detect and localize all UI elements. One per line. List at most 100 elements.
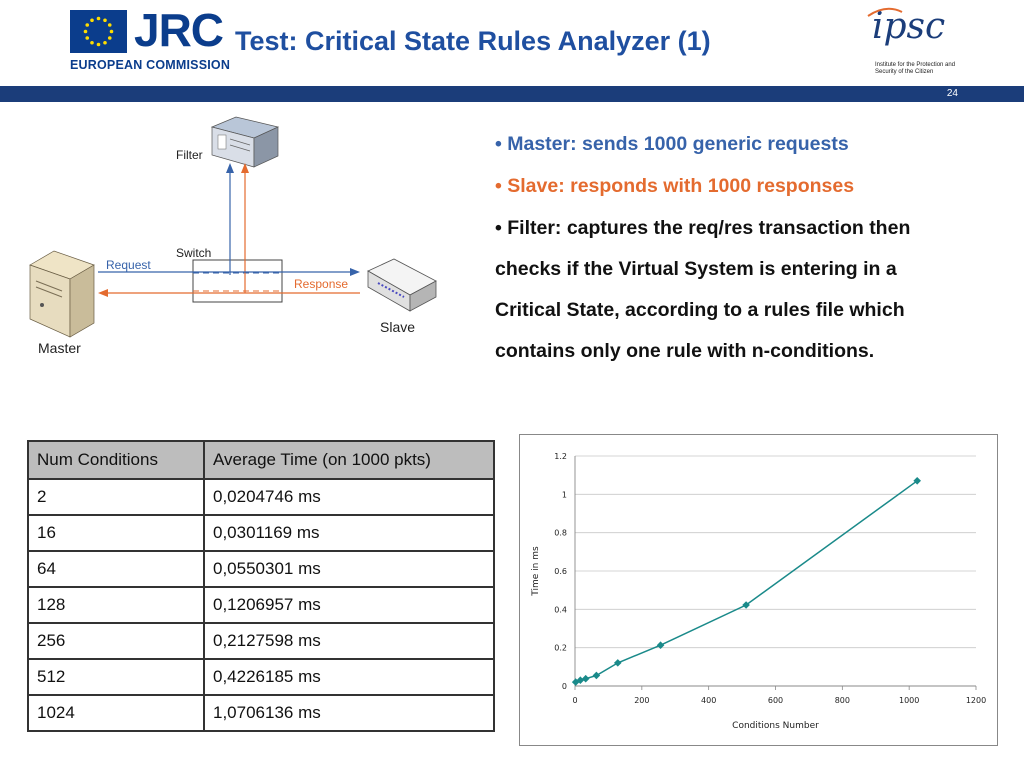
x-tick-label: 600 — [768, 696, 783, 705]
table-row: 128 0,1206957 ms — [27, 586, 495, 624]
jrc-logo-text: JRC — [134, 4, 224, 56]
response-arrowhead-icon — [241, 163, 249, 173]
table-cell: 0,4226185 ms — [203, 658, 495, 696]
y-tick-label: 0.4 — [554, 605, 567, 614]
x-tick-label: 800 — [835, 696, 850, 705]
table-header-row: Num Conditions Average Time (on 1000 pkt… — [27, 440, 495, 480]
bullet-marker: • — [495, 133, 502, 155]
eu-flag-logo — [70, 10, 127, 53]
results-table: Num Conditions Average Time (on 1000 pkt… — [27, 440, 495, 732]
data-point — [592, 671, 601, 680]
timing-chart-svg: 0 0.2 0.4 0.6 0.8 1 1.2 0 200 400 600 800 1000 1200 C… — [531, 452, 986, 731]
master-label: Master — [38, 340, 81, 356]
table-cell: 1,0706136 ms — [203, 694, 495, 732]
switch-box — [192, 259, 283, 303]
x-tick-label: 1200 — [966, 696, 986, 705]
eu-star-icon — [107, 36, 112, 40]
x-tick-label: 0 — [572, 696, 577, 705]
request-arrowhead-icon — [226, 163, 234, 173]
table-cell: 128 — [27, 586, 205, 624]
y-tick-label: 1 — [562, 490, 567, 499]
filter-label: Filter — [176, 148, 203, 162]
request-arrow-head-icon — [350, 268, 360, 276]
european-commission-text: EUROPEAN COMMISSION — [70, 58, 231, 72]
table-row: 16 0,0301169 ms — [27, 514, 495, 552]
bullet-marker: • — [495, 175, 502, 197]
eu-star-icon — [103, 40, 107, 45]
ipsc-logo: ipsc — [867, 6, 945, 47]
table-row: 2 0,0204746 ms — [27, 478, 495, 516]
column-header-average-time: Average Time (on 1000 pkts) — [203, 440, 495, 480]
bullet-master: • Master: sends 1000 generic requests — [495, 124, 849, 165]
bullet-text-line: Critical State, according to a rules fil… — [495, 299, 905, 321]
y-axis-title: Time in ms — [531, 546, 541, 597]
x-tick-label: 400 — [701, 696, 716, 705]
table-cell: 0,0204746 ms — [203, 478, 495, 516]
table-row: 64 0,0550301 ms — [27, 550, 495, 588]
timing-chart: 0 0.2 0.4 0.6 0.8 1 1.2 0 200 400 600 800 1000 1200 C… — [519, 434, 998, 746]
y-tick-label: 0 — [562, 682, 567, 691]
y-tick-label: 0.2 — [554, 644, 567, 653]
eu-star-icon — [83, 29, 88, 34]
eu-star-icon — [96, 16, 101, 21]
bullet-text: Master: sends 1000 generic requests — [507, 133, 849, 155]
table-cell: 0,2127598 ms — [203, 622, 495, 660]
bullet-text: Slave: responds with 1000 responses — [507, 175, 855, 197]
table-row: 1024 1,0706136 ms — [27, 694, 495, 732]
x-tick-label: 1000 — [899, 696, 919, 705]
table-row: 512 0,4226185 ms — [27, 658, 495, 696]
response-arrow-head-icon — [98, 289, 108, 297]
header-bar — [0, 86, 1024, 102]
table-cell: 0,0550301 ms — [203, 550, 495, 588]
ipsc-logo-text: ipsc — [872, 6, 945, 47]
x-tick-label: 200 — [634, 696, 649, 705]
data-point — [581, 674, 590, 683]
network-diagram: Filter Switch Request Response Master Sl… — [29, 116, 437, 356]
bullet-text-line: checks if the Virtual System is entering… — [495, 258, 897, 280]
eu-star-icon — [107, 23, 112, 27]
data-point — [742, 601, 750, 609]
table-cell: 0,1206957 ms — [203, 586, 495, 624]
table-cell: 2 — [27, 478, 205, 516]
slave-device-icon — [367, 258, 437, 312]
eu-star-icon — [90, 40, 94, 45]
data-point — [613, 659, 622, 667]
switch-label: Switch — [176, 246, 211, 260]
ipsc-subtitle: Institute for the Protection and Securit… — [875, 62, 956, 75]
table-row: 256 0,2127598 ms — [27, 622, 495, 660]
slide-title: Test: Critical State Rules Analyzer (1) — [235, 26, 711, 56]
y-tick-label: 0.6 — [554, 567, 567, 576]
eu-stars-icon — [83, 16, 114, 47]
master-computer-icon — [29, 250, 95, 338]
y-tick-label: 0.8 — [554, 529, 567, 538]
eu-star-icon — [85, 23, 90, 27]
bullet-slave: • Slave: responds with 1000 responses — [495, 166, 854, 207]
data-point — [656, 641, 665, 650]
request-label: Request — [106, 258, 151, 272]
response-label: Response — [294, 277, 348, 291]
bullet-marker: • — [495, 217, 502, 239]
eu-star-icon — [96, 42, 101, 47]
bullet-text-line: contains only one rule with n-conditions… — [495, 340, 875, 362]
table-cell: 512 — [27, 658, 205, 696]
x-axis-title: Conditions Number — [732, 721, 819, 731]
data-point — [576, 676, 585, 685]
table-cell: 64 — [27, 550, 205, 588]
eu-star-icon — [85, 36, 90, 40]
eu-star-icon — [90, 18, 94, 23]
page-number: 24 — [946, 88, 958, 99]
series-line — [575, 480, 918, 683]
column-header-num-conditions: Num Conditions — [27, 440, 205, 480]
filter-server-icon — [210, 116, 280, 168]
slave-label: Slave — [380, 319, 415, 335]
table-cell: 0,0301169 ms — [203, 514, 495, 552]
table-cell: 1024 — [27, 694, 205, 732]
table-cell: 256 — [27, 622, 205, 660]
eu-star-icon — [103, 18, 107, 23]
bullet-filter: • Filter: captures the req/res transacti… — [495, 208, 910, 372]
ipsc-swoosh-icon — [867, 7, 903, 17]
table-cell: 16 — [27, 514, 205, 552]
y-tick-label: 1.2 — [554, 452, 567, 461]
eu-star-icon — [109, 29, 114, 34]
bullet-text-line: Filter: captures the req/res transaction… — [507, 217, 911, 239]
